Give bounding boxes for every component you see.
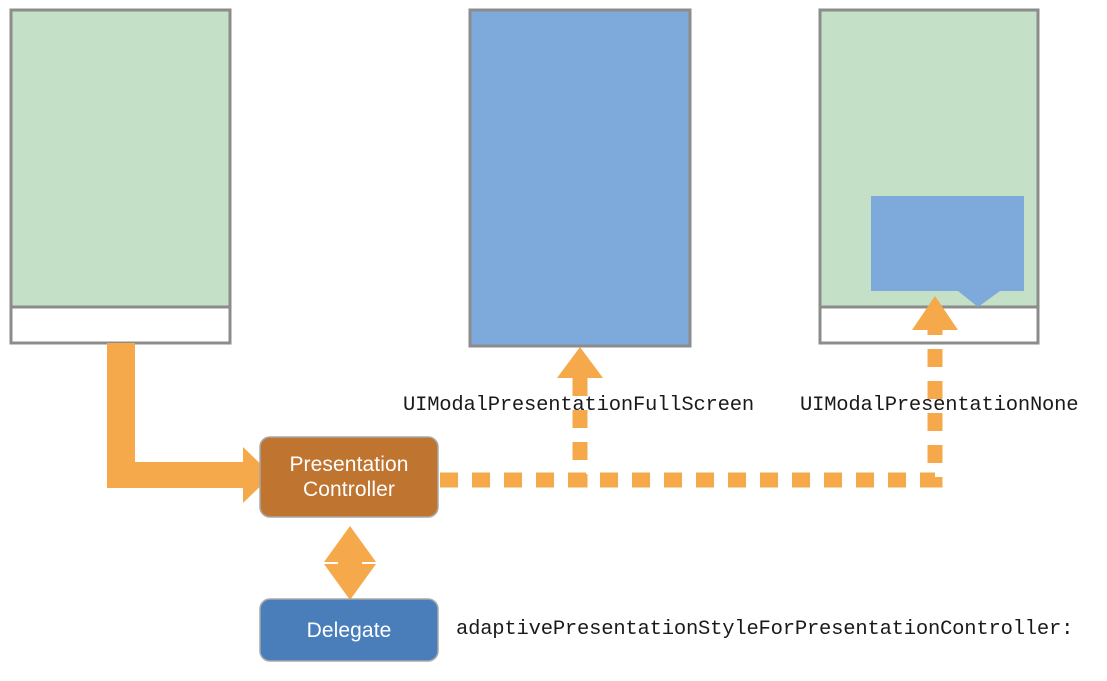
- presentation-controller-delegate-arrow: [324, 526, 376, 600]
- popover-arrowhead: [912, 296, 958, 330]
- delegate-method-label: adaptivePresentationStyleForPresentation…: [456, 618, 1074, 641]
- fullscreen-screen-content: [468, 8, 692, 348]
- source-screen-bottom-bar: [9, 305, 232, 345]
- source-screen-content: [9, 8, 232, 309]
- popover-bubble: [871, 196, 1024, 307]
- source-to-presentation-controller-arrow: [107, 343, 272, 503]
- presentation-controller-to-popover-connector: [440, 296, 958, 488]
- delegate-node[interactable]: [259, 598, 439, 662]
- none-style-label: UIModalPresentationNone: [800, 394, 1079, 417]
- fullscreen-style-label: UIModalPresentationFullScreen: [403, 394, 754, 417]
- fullscreen-arrowhead: [557, 347, 603, 378]
- presentation-controller-node[interactable]: [259, 436, 439, 518]
- source-screen: [9, 8, 232, 345]
- fullscreen-presented-screen: [468, 8, 692, 348]
- popover-presented-screen: [818, 8, 1040, 345]
